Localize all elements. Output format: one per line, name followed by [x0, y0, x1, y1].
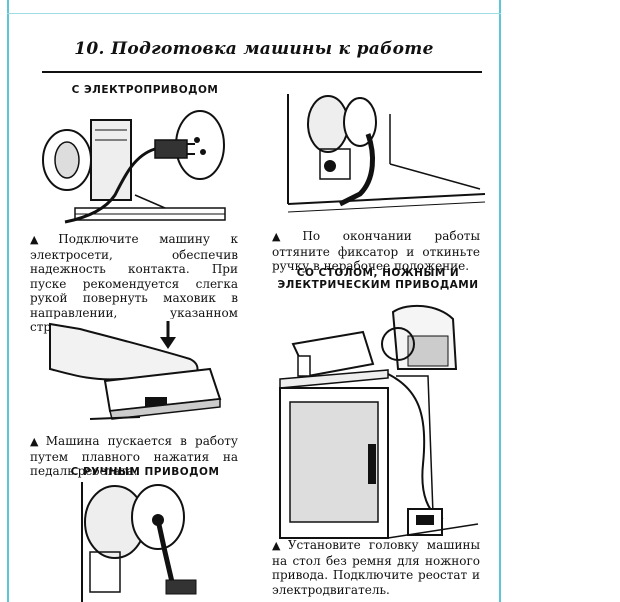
document-page: 10. Подготовка машины к работе С ЭЛЕКТРО…	[10, 14, 498, 602]
heading-manual-drive: С РУЧНЫМ ПРИВОДОМ	[70, 466, 220, 478]
bullet-triangle: ▲	[272, 230, 300, 243]
heading-electric-drive: С ЭЛЕКТРОПРИВОДОМ	[71, 84, 219, 96]
hand-crank-illustration	[80, 482, 200, 602]
paragraph-end-of-work: ▲По окончании работы оттяните фиксатор и…	[272, 229, 480, 273]
page-title: 10. Подготовка машины к работе	[74, 39, 434, 59]
viewer-frame-left	[7, 0, 9, 602]
latch-handle-illustration	[280, 94, 485, 224]
bullet-triangle: ▲	[30, 435, 43, 448]
bullet-triangle: ▲	[30, 233, 56, 246]
title-rule	[42, 71, 482, 73]
foot-pedal-illustration	[50, 319, 230, 429]
heading-table-drives: СО СТОЛОМ, НОЖНЫМ И ЭЛЕКТРИЧЕСКИМ ПРИВОД…	[277, 267, 479, 291]
plug-connection-illustration	[35, 100, 230, 230]
paragraph-install-head: ▲Установите головку машины на стол без р…	[272, 538, 480, 597]
paragraph-pedal-start: ▲Машина пускается в работу путем плавног…	[30, 434, 238, 478]
bullet-triangle: ▲	[272, 539, 285, 552]
viewer-frame-top	[7, 13, 501, 14]
table-machine-illustration	[278, 304, 488, 544]
viewer-frame-right	[499, 0, 501, 602]
